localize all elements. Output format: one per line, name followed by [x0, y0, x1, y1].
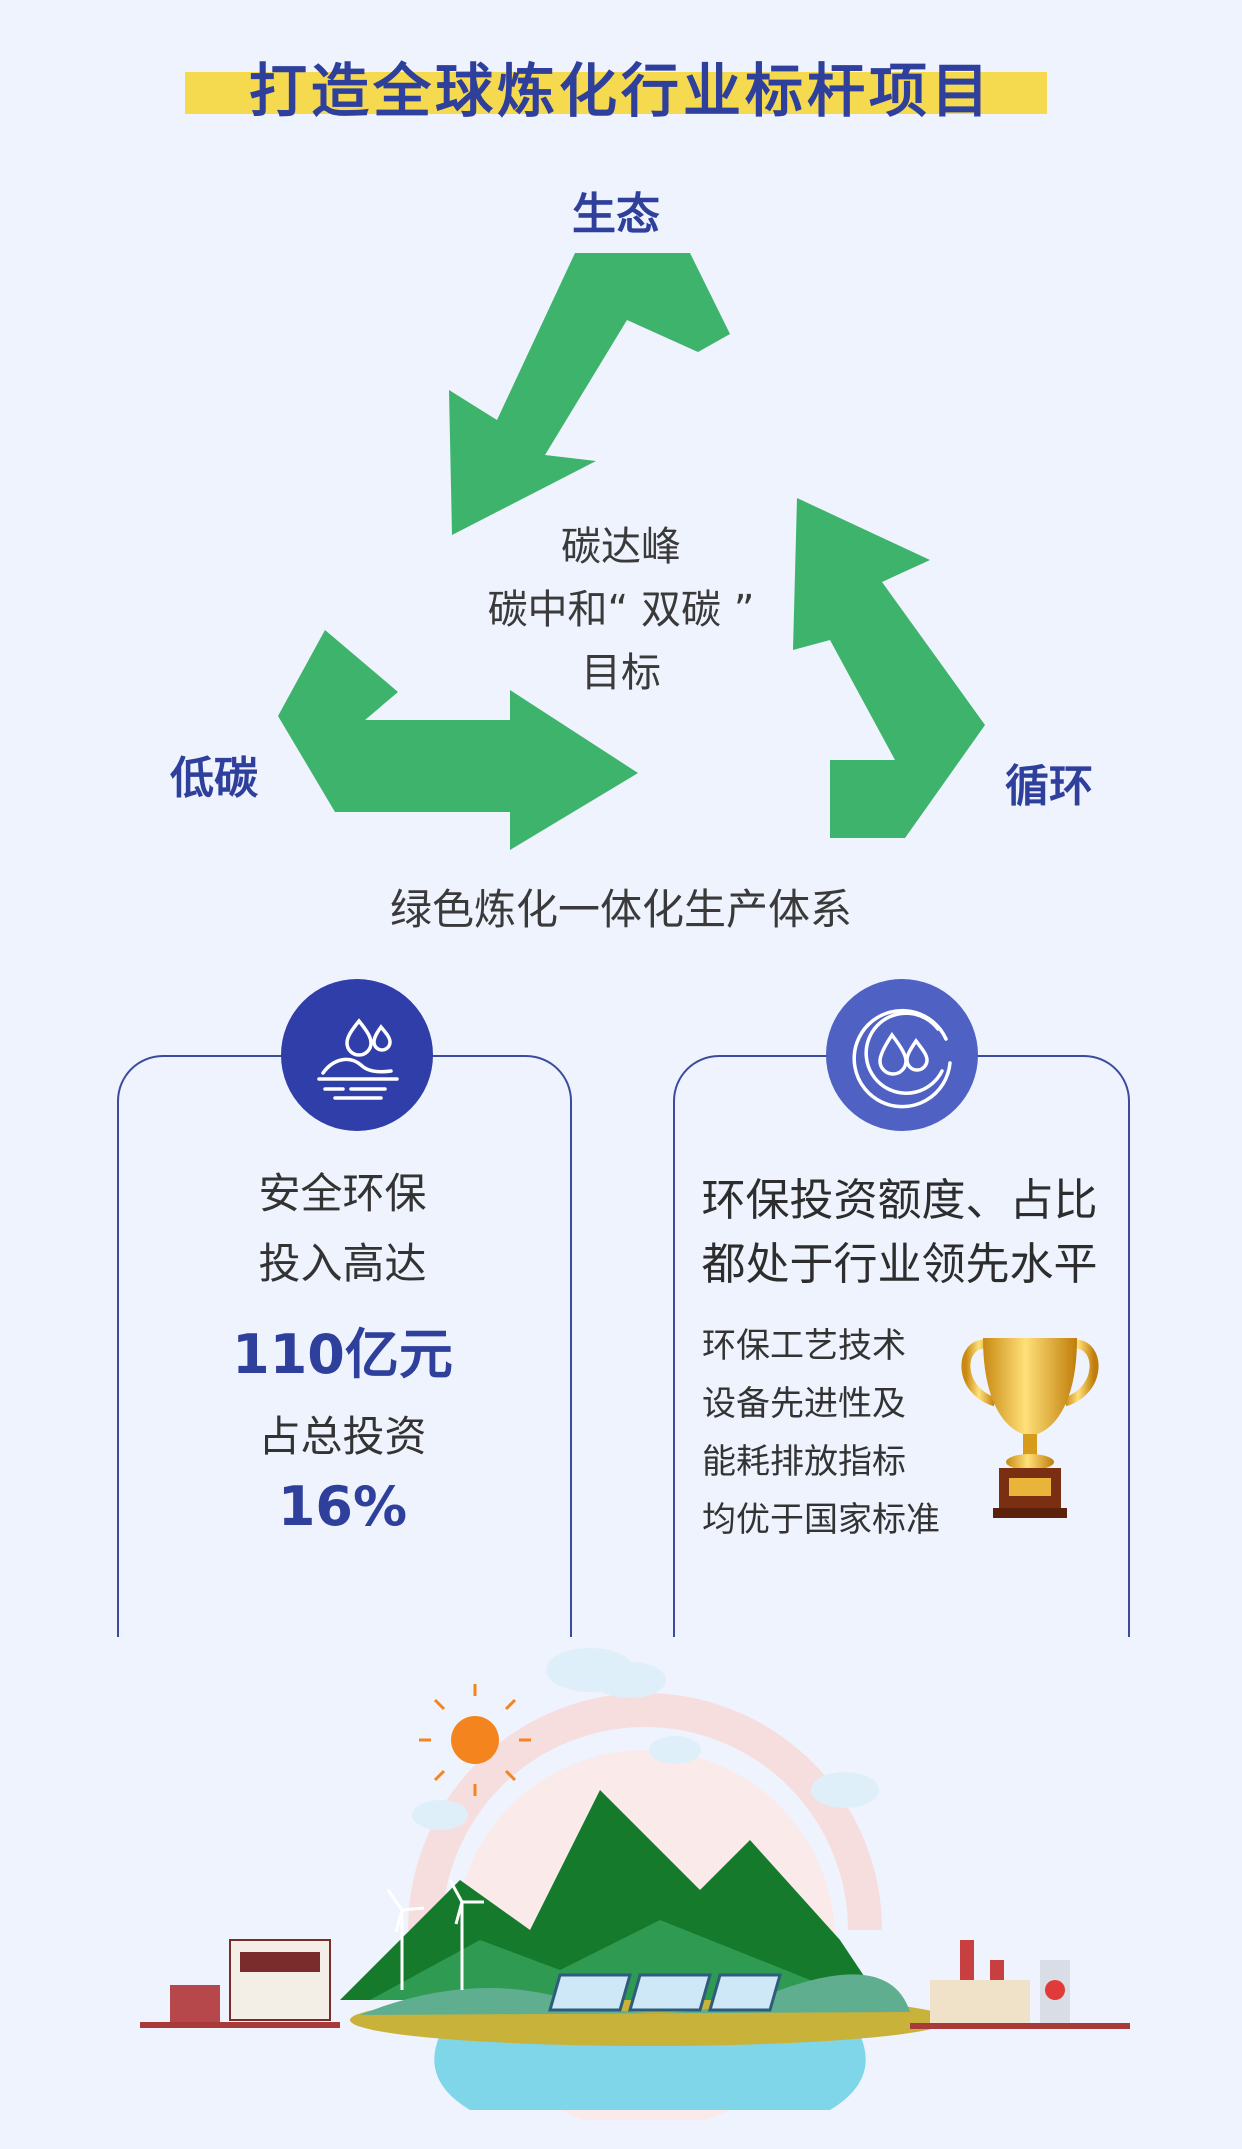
point-3: 能耗排放指标 [702, 1442, 906, 1482]
recycle-arrow-top [449, 253, 730, 535]
recycle-arrow-right [793, 498, 985, 838]
cycle-label-low-carbon: 低碳 [170, 753, 258, 804]
trophy-icon [961, 1338, 1099, 1518]
cycle-label-circular: 循环 [1005, 761, 1093, 812]
investment-card [117, 1055, 572, 1637]
point-4: 均优于国家标准 [702, 1500, 940, 1540]
center-line-3: 目标 [581, 650, 661, 696]
card-left-line3: 占总投资 [258, 1412, 427, 1461]
cycle-label-ecology: 生态 [572, 189, 660, 240]
recycle-arrow-left [278, 630, 638, 850]
investment-percent: 16% [277, 1475, 408, 1538]
page-title: 打造全球炼化行业标杆项目 [248, 57, 993, 125]
investment-amount: 110亿元 [232, 1323, 453, 1386]
title-highlight [185, 72, 1047, 114]
sun-icon [419, 1684, 531, 1796]
point-1: 环保工艺技术 [702, 1326, 906, 1366]
system-caption: 绿色炼化一体化生产体系 [389, 885, 852, 934]
water-ring-badge [826, 979, 978, 1131]
center-line-1: 碳达峰 [561, 524, 681, 570]
green-landscape-illustration [140, 1648, 1130, 2120]
recycle-arrows-diagram [278, 253, 985, 850]
water-drops-icon [317, 1018, 399, 1100]
point-2: 设备先进性及 [702, 1384, 906, 1424]
card-left-line1: 安全环保 [258, 1169, 427, 1218]
card-right-headline1: 环保投资额度、占比 [701, 1175, 1098, 1226]
water-drop-ring-icon [852, 1008, 952, 1109]
card-right-headline2: 都处于行业领先水平 [701, 1239, 1098, 1290]
water-drops-badge [281, 979, 433, 1131]
card-left-line2: 投入高达 [258, 1239, 427, 1288]
center-line-2: 碳中和“ 双碳 ” [487, 587, 755, 633]
